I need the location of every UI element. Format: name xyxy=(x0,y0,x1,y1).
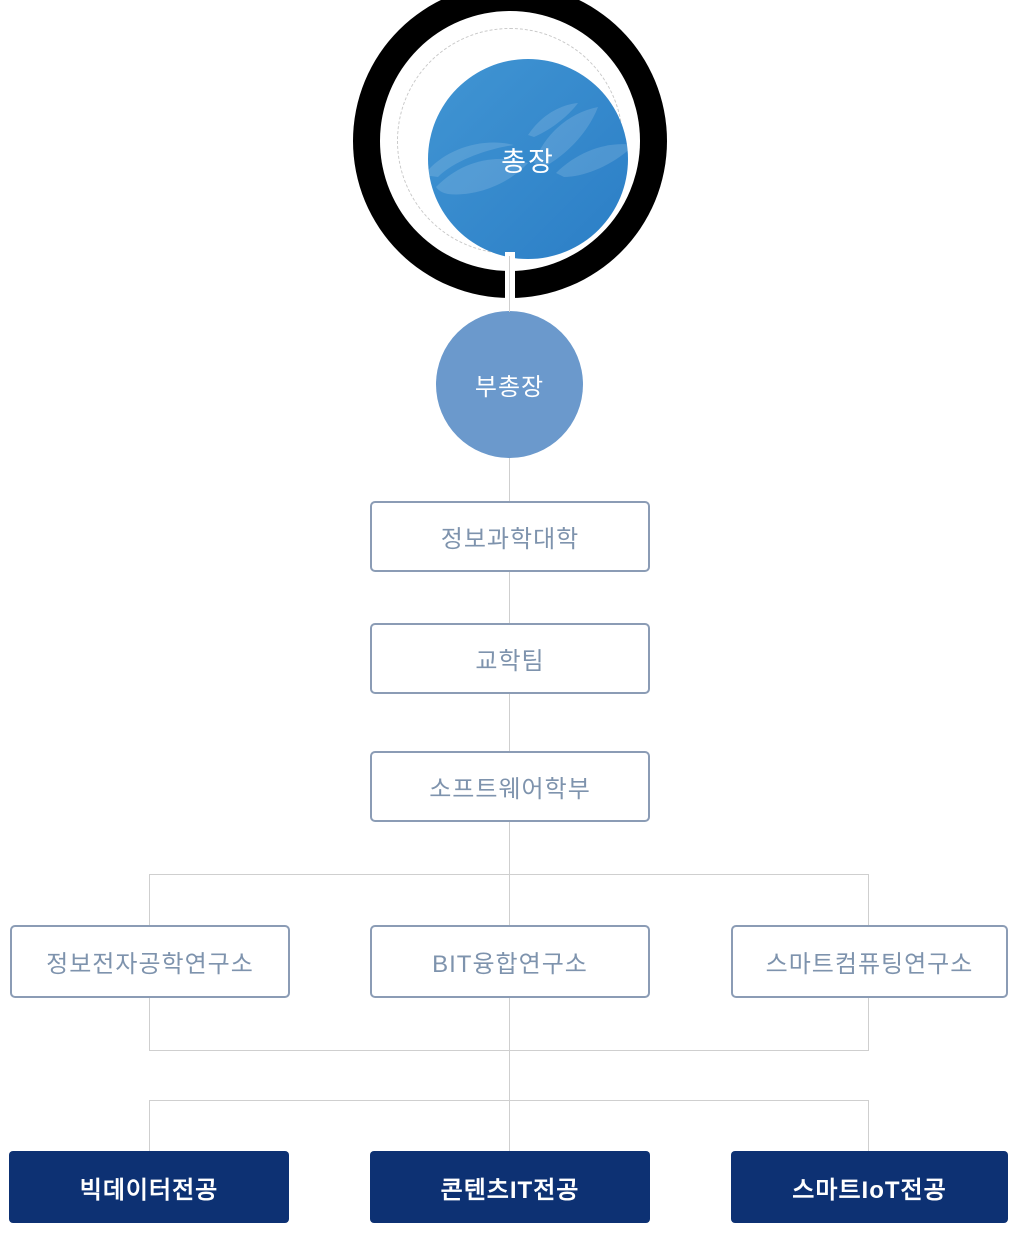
president-node: 총장 xyxy=(353,0,667,298)
box-label: BIT융합연구소 xyxy=(432,951,588,978)
connector-line xyxy=(509,458,510,502)
box-institute-info-electronics: 정보전자공학연구소 xyxy=(10,925,290,998)
connector-line xyxy=(868,874,869,926)
major-label: 빅데이터전공 xyxy=(79,1176,219,1204)
major-label: 스마트IoT전공 xyxy=(792,1176,947,1204)
university-wave-emblem-icon xyxy=(428,103,628,195)
president-node-core: 총장 xyxy=(428,59,628,259)
box-major-content-it: 콘텐츠IT전공 xyxy=(370,1151,650,1223)
vice-president-node: 부총장 xyxy=(436,311,583,458)
box-label: 정보과학대학 xyxy=(440,526,580,553)
box-academic-affairs-team: 교학팀 xyxy=(370,623,650,694)
connector-line xyxy=(149,1100,150,1152)
box-institute-smart-computing: 스마트컴퓨팅연구소 xyxy=(731,925,1008,998)
president-label: 총장 xyxy=(501,146,555,177)
connector-line xyxy=(509,694,510,752)
ring-notch xyxy=(505,252,515,300)
connector-line xyxy=(868,997,869,1051)
connector-line xyxy=(149,874,150,926)
vice-president-label: 부총장 xyxy=(474,374,545,401)
box-major-smart-iot: 스마트IoT전공 xyxy=(731,1151,1008,1223)
major-label: 콘텐츠IT전공 xyxy=(440,1176,580,1204)
box-information-science-college: 정보과학대학 xyxy=(370,501,650,572)
box-software-school: 소프트웨어학부 xyxy=(370,751,650,822)
box-label: 정보전자공학연구소 xyxy=(46,951,254,978)
connector-line xyxy=(868,1100,869,1152)
connector-line xyxy=(509,256,510,312)
box-label: 소프트웨어학부 xyxy=(429,776,591,803)
president-node-white-ring: 총장 xyxy=(380,11,640,271)
connector-line xyxy=(509,572,510,624)
box-label: 스마트컴퓨팅연구소 xyxy=(765,951,974,978)
connector-line xyxy=(149,1050,869,1051)
box-major-bigdata: 빅데이터전공 xyxy=(9,1151,289,1223)
president-node-dashed-ring: 총장 xyxy=(397,28,628,259)
connector-line xyxy=(149,874,869,875)
box-label: 교학팀 xyxy=(475,648,545,675)
box-institute-bit-convergence: BIT융합연구소 xyxy=(370,925,650,998)
connector-line xyxy=(509,997,510,1101)
connector-line xyxy=(509,1100,510,1152)
connector-line xyxy=(149,997,150,1051)
